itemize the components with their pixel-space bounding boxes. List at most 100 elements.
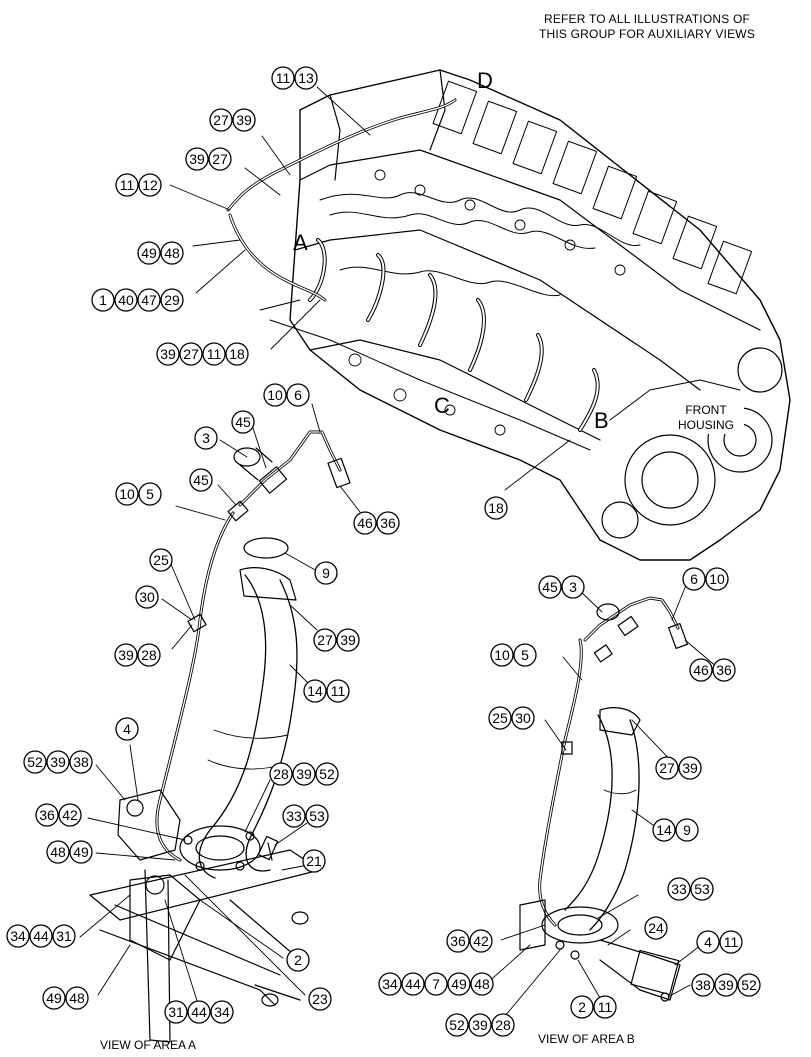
front-housing-line1: FRONT — [685, 403, 727, 417]
callout-circle — [513, 643, 537, 667]
callout-circle — [644, 916, 668, 940]
callout-number: 10 — [709, 571, 725, 587]
callout-number: 28 — [495, 1017, 511, 1033]
callout-number: 42 — [473, 933, 489, 949]
callout-circle — [160, 241, 184, 265]
callout-number: 45 — [193, 472, 209, 488]
callout-number: 39 — [160, 346, 176, 362]
callout-circle — [308, 987, 332, 1011]
callout-number: 11 — [276, 70, 291, 86]
front-housing-label: FRONT HOUSING — [670, 400, 744, 434]
callout-number: 10 — [494, 647, 510, 663]
area-letter-c: C — [434, 393, 450, 418]
callout-circle — [42, 986, 66, 1010]
callout-number: 11 — [207, 346, 222, 362]
callout-number: 40 — [118, 292, 134, 308]
callout-circle — [468, 1013, 492, 1037]
callout-number: 36 — [380, 515, 396, 531]
callout-circle — [52, 924, 76, 948]
callout-number: 52 — [741, 977, 757, 993]
callout-number: 6 — [690, 571, 698, 587]
callout-circle — [488, 706, 512, 730]
callout-circle — [655, 756, 679, 780]
callout-circle — [58, 803, 82, 827]
callout-number: 45 — [542, 579, 558, 595]
callout-number: 31 — [168, 1004, 184, 1020]
callout-circle — [315, 762, 339, 786]
callout-circle — [164, 1000, 188, 1024]
callout-circle — [115, 173, 139, 197]
callout-number: 24 — [648, 920, 664, 936]
callout-group: 25 — [149, 548, 173, 572]
callout-circle — [185, 147, 209, 171]
callout-circle — [46, 840, 70, 864]
callout-number: 11 — [120, 177, 135, 193]
callout-number: 11 — [724, 934, 739, 950]
callout-circle — [29, 924, 53, 948]
callout-circle — [690, 877, 714, 901]
callout-circle — [114, 643, 138, 667]
callout-circle — [137, 288, 161, 312]
callout-number: 3 — [569, 579, 577, 595]
callout-number: 1 — [99, 292, 107, 308]
callout-circle — [149, 548, 173, 572]
engine-artwork — [79, 69, 791, 1043]
callout-circle — [490, 643, 514, 667]
callout-number: 9 — [322, 565, 330, 581]
callout-group: 45 — [189, 468, 213, 492]
callout-circle — [115, 482, 139, 506]
callout-number: 14 — [307, 683, 323, 699]
callout-number: 2 — [294, 952, 302, 968]
callout-number: 33 — [286, 808, 302, 824]
callout-number: 46 — [693, 662, 709, 678]
callout-number: 39 — [118, 647, 134, 663]
callout-number: 28 — [273, 766, 289, 782]
callout-number: 34 — [382, 976, 398, 992]
callout-number: 10 — [267, 387, 283, 403]
callout-circle — [336, 628, 360, 652]
callout-number: 49 — [451, 976, 467, 992]
callout-circle — [682, 567, 706, 591]
callout-circle — [210, 1000, 234, 1024]
callout-number: 52 — [319, 766, 335, 782]
callout-circle — [282, 804, 306, 828]
callout-number: 36 — [716, 662, 732, 678]
callout-circle — [570, 995, 594, 1019]
callout-number: 36 — [39, 807, 55, 823]
callout-number: 7 — [432, 976, 440, 992]
callout-number: 27 — [659, 760, 675, 776]
callout-circle — [225, 342, 249, 366]
callout-circle — [137, 241, 161, 265]
callout-circle — [376, 511, 400, 535]
callout-circle — [138, 482, 162, 506]
callout-number: 18 — [488, 500, 504, 516]
callout-group: 24 — [644, 916, 668, 940]
area-letter-a: A — [293, 230, 308, 255]
callout-number: 9 — [683, 822, 691, 838]
callout-circle — [326, 679, 350, 703]
callout-number: 27 — [317, 632, 333, 648]
callout-number: 42 — [62, 807, 78, 823]
callout-number: 27 — [213, 112, 229, 128]
area-letters: A B C D — [293, 68, 609, 433]
callout-circle — [269, 762, 293, 786]
callout-circle — [511, 706, 535, 730]
callout-group: 3 — [194, 426, 218, 450]
callout-circle — [353, 511, 377, 535]
callout-number: 48 — [50, 844, 66, 860]
callout-circle — [470, 972, 494, 996]
callout-number: 31 — [56, 928, 72, 944]
